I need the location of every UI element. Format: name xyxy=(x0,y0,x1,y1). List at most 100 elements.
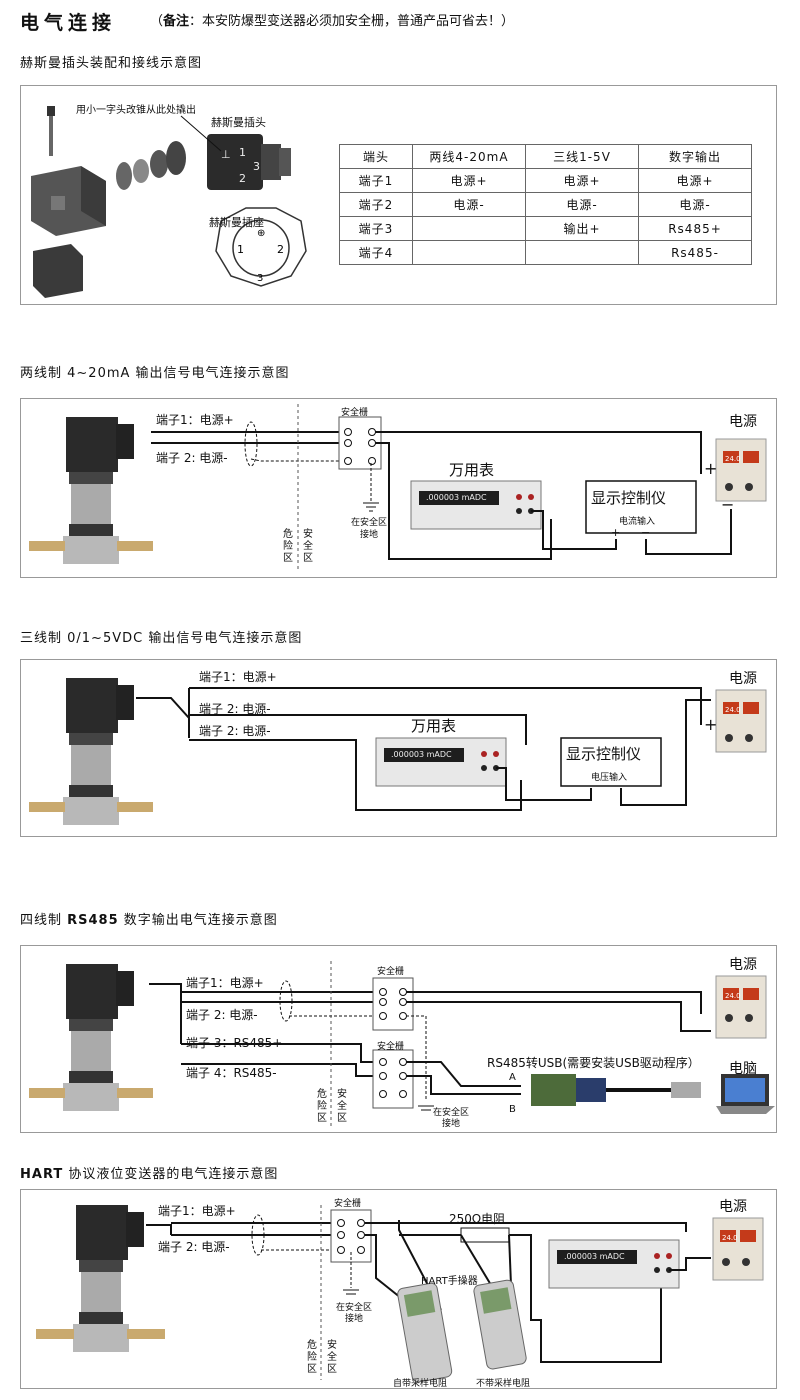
safety-barrier-label: 安全栅 xyxy=(341,408,369,418)
socket-label: 赫斯曼插座 xyxy=(209,216,264,229)
display-controller-label: 显示控制仪 xyxy=(566,745,642,763)
power-supply-label: 电源 xyxy=(729,414,757,430)
table-cell: 端子2 xyxy=(339,192,413,217)
multimeter-label: 万用表 xyxy=(449,461,495,479)
multimeter-label: 万用表 xyxy=(411,717,457,735)
table-row: 端子3 输出+ Rs485+ xyxy=(339,216,752,241)
page-title: 电气连接 xyxy=(20,12,117,34)
terminal-2b-label: 端子 2: 电源- xyxy=(199,724,271,738)
table-row: 端子1 电源+ 电源+ 电源+ xyxy=(339,168,752,193)
plug-label: 赫斯曼插头 xyxy=(211,116,266,129)
safety-barrier-label-2: 安全栅 xyxy=(377,1042,405,1052)
two-wire-diagram xyxy=(29,404,767,569)
voltage-input-label: 电压输入 xyxy=(591,773,628,783)
ground-label: 在安全区 接地 xyxy=(433,1108,470,1129)
panel-hart: 端子1：电源+ 端子 2: 电源- 安全栅 在安全区 接地 危 险 区 安 全 … xyxy=(20,1189,777,1389)
ground-label: 在安全区 接地 xyxy=(336,1303,373,1324)
panel-two-wire: 端子1：电源+ 端子 2: 电源- 安全栅 在安全区 接地 危 险 区 安 全 … xyxy=(20,398,777,578)
terminal-1-label: 端子1：电源+ xyxy=(158,1204,236,1218)
svg-text:2: 2 xyxy=(239,172,246,185)
terminal-2-label: 端子 2: 电源- xyxy=(158,1240,230,1254)
hart-diagram xyxy=(36,1205,764,1383)
section-title-hart: HART 协议液位变送器的电气连接示意图 xyxy=(20,1167,279,1182)
line-b-label: B xyxy=(509,1104,516,1115)
section-title-two-wire: 两线制 4~20mA 输出信号电气连接示意图 xyxy=(20,366,290,381)
rs485-usb-label: RS485转USB(需要安装USB驱动程序） xyxy=(487,1056,700,1070)
svg-text:3: 3 xyxy=(257,273,263,284)
power-supply-label: 电源 xyxy=(729,957,757,973)
header-note: （备注：本安防爆型变送器必须加安全栅，普通产品可省去！） xyxy=(150,14,515,29)
terminal-1-label: 端子1：电源+ xyxy=(199,670,277,684)
safe-zone-label: 安 全 区 xyxy=(337,1089,347,1124)
safe-zone-label: 安 全 区 xyxy=(327,1340,337,1375)
three-wire-diagram xyxy=(29,678,767,825)
section-title-hirschmann: 赫斯曼插头装配和接线示意图 xyxy=(20,56,203,71)
panel-hirschmann: ⊥ 1 2 3 1 2 3 ⊕ 用小一字头改锥从此处撬出 赫斯曼插头 赫斯曼插座… xyxy=(20,85,777,305)
table-row: 端子2 电源- 电源- 电源- xyxy=(339,192,752,217)
panel-rs485: 端子1：电源+ 端子 2: 电源- 端子 3：RS485+ 端子 4：RS485… xyxy=(20,945,777,1133)
table-cell xyxy=(412,216,526,241)
transmitter-icon xyxy=(29,964,153,1111)
table-cell: 电源- xyxy=(412,192,526,217)
hirschmann-assembly-illustration: ⊥ 1 2 3 1 2 3 ⊕ xyxy=(31,106,307,298)
table-cell: 电源+ xyxy=(525,168,639,193)
display-controller-label: 显示控制仪 xyxy=(591,489,667,507)
psu-display: 24.0 xyxy=(725,455,741,463)
table-cell: Rs485+ xyxy=(638,216,752,241)
svg-text:1: 1 xyxy=(237,243,244,256)
terminal-2-label: 端子 2: 电源- xyxy=(186,1008,258,1022)
table-cell: 电源+ xyxy=(638,168,752,193)
svg-text:⊕: ⊕ xyxy=(257,228,265,239)
psu-display: 24.0 xyxy=(722,1234,738,1242)
table-cell xyxy=(525,240,639,265)
safe-zone-label: 安 全 区 xyxy=(303,529,313,564)
transmitter-icon xyxy=(36,1205,165,1352)
safety-barrier-label: 安全栅 xyxy=(334,1199,362,1209)
power-supply-label: 电源 xyxy=(719,1199,747,1215)
table-cell: Rs485- xyxy=(638,240,752,265)
multimeter-display: .000003 mADC xyxy=(564,1252,625,1261)
line-a-label: A xyxy=(509,1072,516,1083)
psu-minus-sign: − xyxy=(721,495,735,514)
section-title-rs485: 四线制 RS485 数字输出电气连接示意图 xyxy=(20,913,278,928)
danger-zone-label: 危 险 区 xyxy=(317,1089,327,1124)
danger-zone-label: 危 险 区 xyxy=(283,529,293,564)
resistor-label: 250Ω电阻 xyxy=(449,1212,506,1226)
rs485-diagram xyxy=(29,961,775,1126)
hart-handheld-label: HART手操器 xyxy=(421,1276,478,1287)
computer-label: 电脑 xyxy=(729,1061,757,1077)
terminal-3-label: 端子 3：RS485+ xyxy=(186,1036,283,1050)
psu-plus-sign: + xyxy=(704,715,718,734)
table-cell: 电源- xyxy=(525,192,639,217)
table-row: 端子4 Rs485- xyxy=(339,240,752,265)
danger-zone-label: 危 险 区 xyxy=(307,1340,317,1375)
terminal-1-label: 端子1：电源+ xyxy=(186,976,264,990)
psu-plus-sign: + xyxy=(704,459,718,478)
svg-text:1: 1 xyxy=(239,146,246,159)
table-cell: 端子4 xyxy=(339,240,413,265)
svg-text:⊥: ⊥ xyxy=(221,148,231,161)
transmitter-icon xyxy=(29,678,153,825)
terminal-4-label: 端子 4：RS485- xyxy=(186,1066,277,1080)
multimeter-display: .000003 mADC xyxy=(426,493,487,502)
screw-note: 用小一字头改锥从此处撬出 xyxy=(76,105,196,116)
pin-assignment-table: 端头 两线4-20mA 三线1-5V 数字输出 端子1 电源+ 电源+ 电源+ … xyxy=(339,144,752,265)
table-header: 三线1-5V xyxy=(525,144,639,169)
table-header-row: 端头 两线4-20mA 三线1-5V 数字输出 xyxy=(339,144,752,169)
panel-three-wire: 端子1：电源+ 端子 2: 电源- 端子 2: 电源- 万用表 .000003 … xyxy=(20,659,777,837)
without-resistor-label: 不带采样电阻 xyxy=(476,1379,531,1389)
with-resistor-label: 自带采样电阻 xyxy=(393,1379,448,1389)
psu-display: 24.0 xyxy=(725,706,741,714)
section-title-three-wire: 三线制 0/1~5VDC 输出信号电气连接示意图 xyxy=(20,631,303,646)
table-header: 端头 xyxy=(339,144,413,169)
table-header: 两线4-20mA xyxy=(412,144,526,169)
table-cell: 电源+ xyxy=(412,168,526,193)
terminal-2-label: 端子 2: 电源- xyxy=(199,702,271,716)
plus-sign: + xyxy=(611,526,621,539)
power-supply-label: 电源 xyxy=(729,671,757,687)
multimeter-display: .000003 mADC xyxy=(391,750,452,759)
ground-label: 在安全区 接地 xyxy=(351,518,388,540)
transmitter-icon xyxy=(29,417,153,564)
table-cell xyxy=(412,240,526,265)
table-cell: 电源- xyxy=(638,192,752,217)
